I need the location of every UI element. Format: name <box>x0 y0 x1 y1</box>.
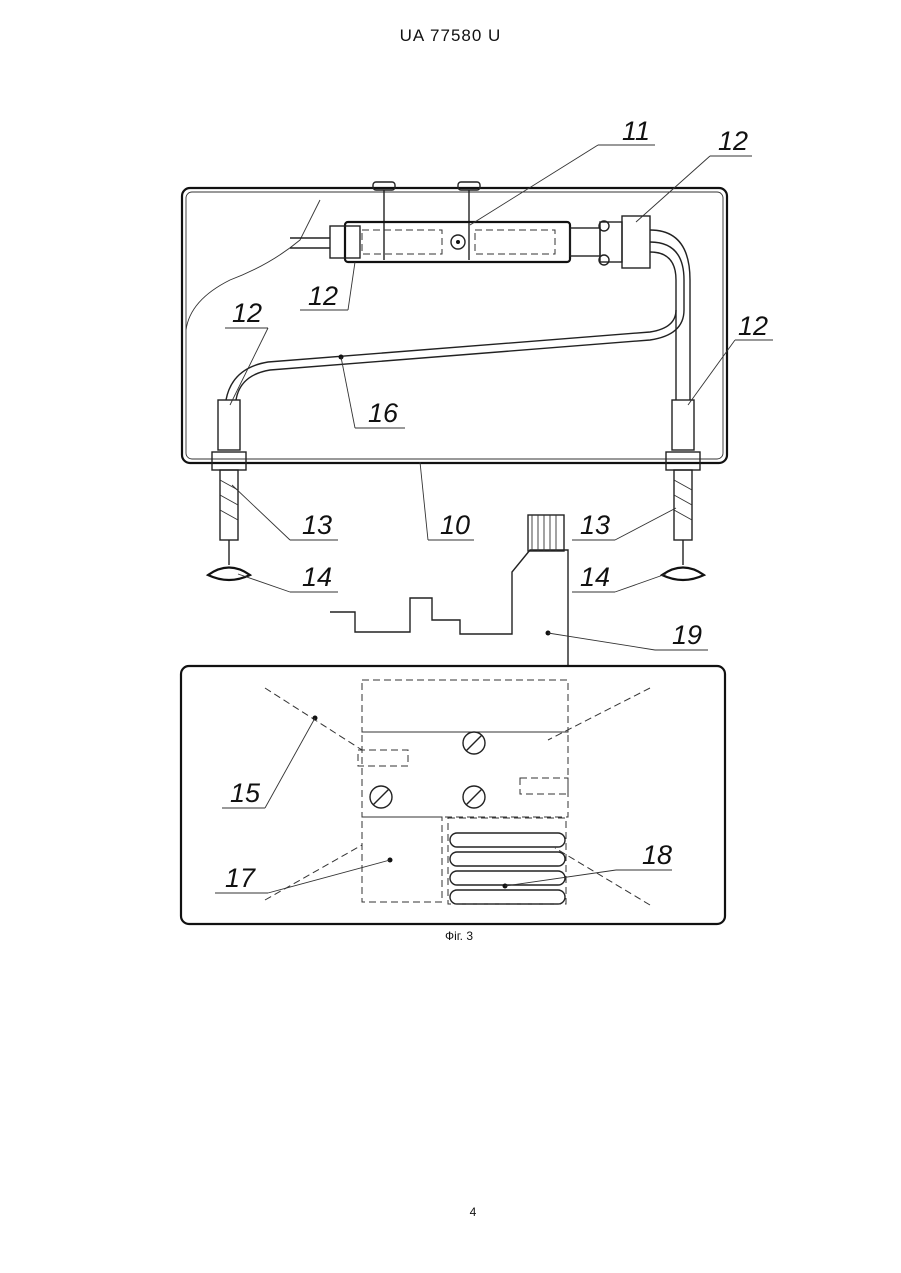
callout-15: 15 <box>230 778 261 808</box>
figure-caption: Фіг. 3 <box>0 929 901 943</box>
callout-12-top-right: 12 <box>718 126 748 156</box>
callout-18: 18 <box>642 840 672 870</box>
left-leg <box>208 400 250 580</box>
connector-12-right-top <box>599 216 650 268</box>
tank-lower <box>181 666 725 924</box>
callout-labels: 11 12 12 12 12 16 13 10 13 14 14 19 15 1… <box>225 116 768 893</box>
callout-12-assembly: 12 <box>308 281 338 311</box>
right-leg <box>662 400 704 580</box>
callout-14-left: 14 <box>302 562 332 592</box>
callout-19: 19 <box>672 620 702 650</box>
callout-12-right: 12 <box>738 311 768 341</box>
callout-12-left: 12 <box>232 298 262 328</box>
tank-body-10 <box>182 188 727 463</box>
callout-14-right: 14 <box>580 562 610 592</box>
screws <box>370 732 485 808</box>
heating-coil-18 <box>448 818 566 904</box>
page-number: 4 <box>0 1205 901 1219</box>
connector-12-left-top <box>290 226 360 258</box>
diagonal-stays-15 <box>265 688 650 905</box>
callout-10: 10 <box>440 510 470 540</box>
callout-13-right: 13 <box>580 510 610 540</box>
callout-16: 16 <box>368 398 399 428</box>
callout-17: 17 <box>225 863 256 893</box>
pipe-16 <box>226 230 690 400</box>
assembly-11 <box>345 222 600 262</box>
callout-11: 11 <box>622 116 650 146</box>
callout-13-left: 13 <box>302 510 332 540</box>
